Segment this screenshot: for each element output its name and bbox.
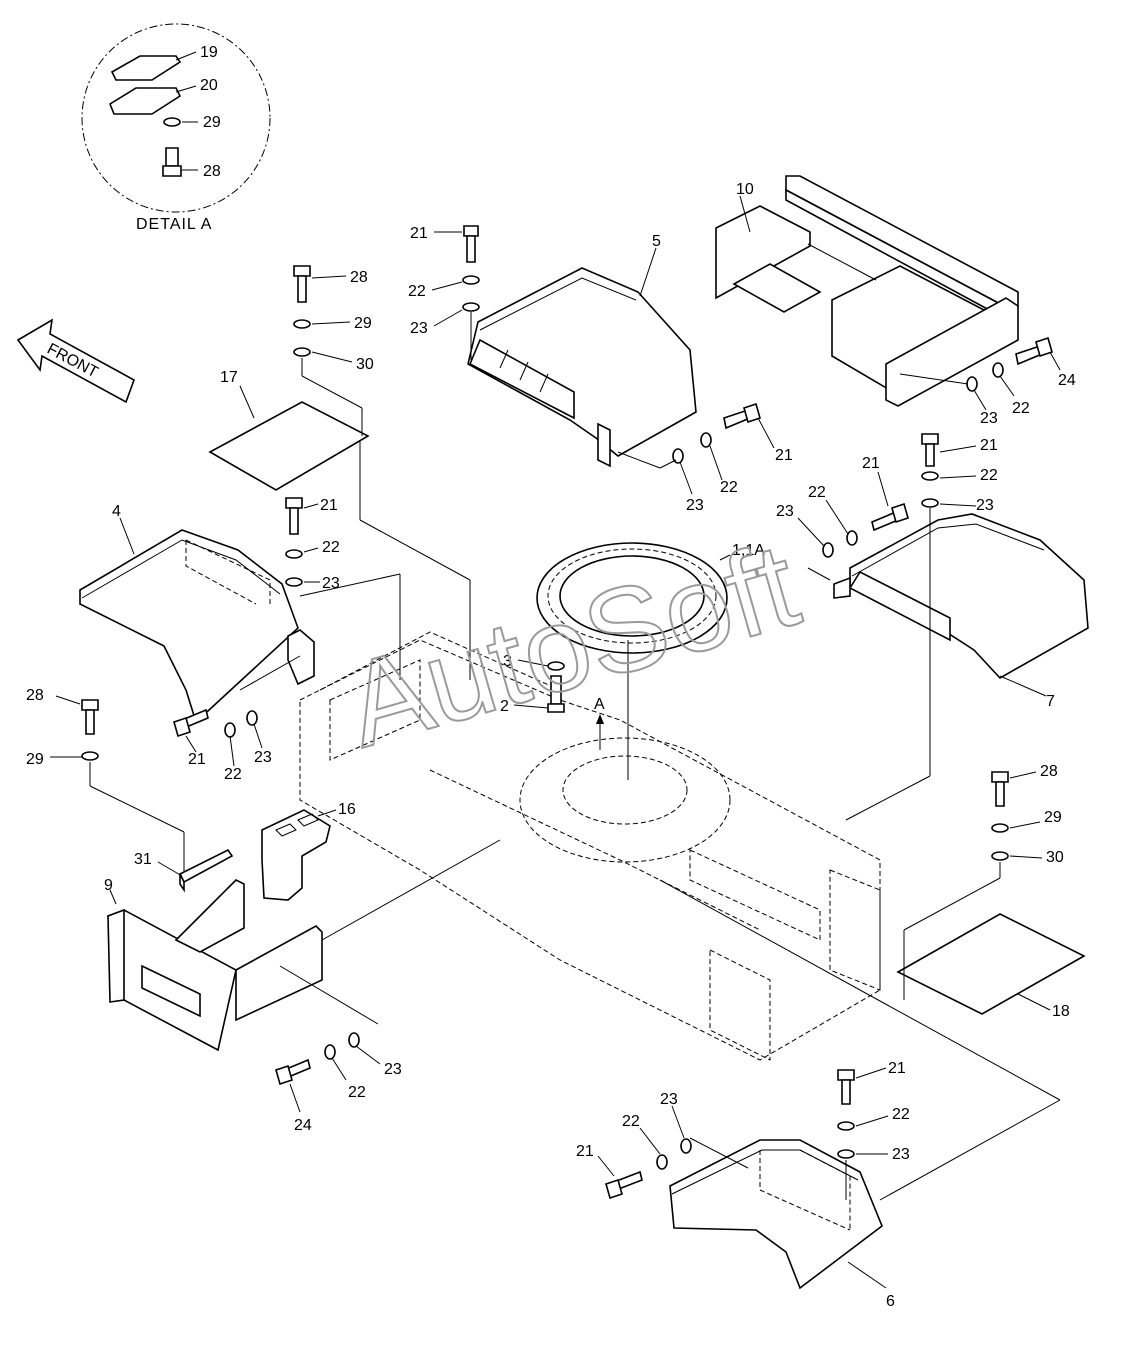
label-28-b: 28: [26, 687, 44, 704]
label-bracket-16: 16: [338, 801, 356, 818]
label-plate-18: 18: [1052, 1003, 1070, 1020]
fender-4: 4: [79, 503, 315, 724]
label-30-b: 30: [1046, 849, 1064, 866]
label-ring: 1,1A: [732, 542, 765, 559]
cover-5: 5: [467, 233, 697, 468]
main-frame: [299, 631, 881, 1061]
frame-bolt: 3 2 A: [500, 640, 629, 780]
label-29-a: 29: [354, 315, 372, 332]
label-22-d: 22: [980, 467, 998, 484]
label-21-c: 21: [980, 437, 998, 454]
label-washer-3: 3: [503, 653, 512, 670]
label-23-c: 23: [980, 410, 998, 427]
fender-4-fasteners: 21 22 23 21 22 23: [173, 497, 401, 783]
detail-label-28: 28: [203, 163, 221, 180]
detail-caption: DETAIL A: [136, 216, 212, 233]
cover-5-top-fasteners: 21 22 23: [408, 225, 480, 360]
label-23-g: 23: [254, 749, 272, 766]
label-22-h: 22: [348, 1084, 366, 1101]
step-9-fasteners: 24 22 23: [275, 965, 402, 1134]
detail-label-20: 20: [200, 77, 218, 94]
label-21-f: 21: [188, 751, 206, 768]
label-22-f: 22: [322, 539, 340, 556]
label-22-c: 22: [1012, 400, 1030, 417]
label-22-g: 22: [224, 766, 242, 783]
label-fender-6: 6: [886, 1293, 895, 1310]
label-21-e: 21: [320, 497, 338, 514]
detail-a: 19 20 29 28 DETAIL A: [81, 23, 271, 233]
label-step-10: 10: [736, 181, 754, 198]
plate-18: 18 28 29 30: [845, 640, 1086, 1020]
swing-ring: 1,1A: [536, 542, 765, 654]
view-marker-a: A: [594, 696, 605, 713]
fender-6: 6: [659, 879, 1061, 1310]
label-23-h: 23: [384, 1061, 402, 1078]
label-28-c: 28: [1040, 763, 1058, 780]
label-fender-7: 7: [1046, 693, 1055, 710]
plate-17: 17: [208, 369, 370, 491]
step-10-fasteners: 23 22 24: [899, 336, 1076, 427]
label-23-j: 23: [660, 1091, 678, 1108]
label-21-b: 21: [775, 447, 793, 464]
step-10: 10: [715, 175, 1019, 407]
label-23-i: 23: [892, 1146, 910, 1163]
label-22-j: 22: [622, 1113, 640, 1130]
front-arrow: FRONT: [16, 318, 135, 404]
fender-6-fasteners: 21 22 23 21 22 23: [576, 1060, 910, 1200]
label-22-b: 22: [720, 479, 738, 496]
label-fender-4: 4: [112, 503, 121, 520]
fender-7-fasteners: 21 22 23 23 22 21: [776, 433, 998, 640]
label-24-a: 24: [1058, 372, 1076, 389]
step-9: 9: [104, 839, 501, 1052]
bracket-16: 16: [261, 801, 356, 901]
label-21-d: 21: [862, 455, 880, 472]
label-22-a: 22: [408, 283, 426, 300]
label-cover-5: 5: [652, 233, 661, 250]
detail-label-29: 29: [203, 114, 221, 131]
label-plate-17: 17: [220, 369, 238, 386]
label-29-c: 29: [1044, 809, 1062, 826]
label-23-d: 23: [976, 497, 994, 514]
fender-7: 7: [833, 513, 1089, 710]
label-21-h: 21: [576, 1143, 594, 1160]
label-22-e: 22: [808, 484, 826, 501]
plate-17-fasteners: 28 29 30: [293, 265, 471, 680]
detail-label-19: 19: [200, 44, 218, 61]
label-21-a: 21: [410, 225, 428, 242]
strip-31: 31 28 29: [26, 687, 234, 893]
label-bolt-2: 2: [500, 698, 509, 715]
label-step-9: 9: [104, 877, 113, 894]
label-29-b: 29: [26, 751, 44, 768]
label-23-b: 23: [686, 497, 704, 514]
label-28-a: 28: [350, 269, 368, 286]
cover-5-side-fasteners: 21 22 23: [617, 402, 793, 514]
label-21-g: 21: [888, 1060, 906, 1077]
label-24-b: 24: [294, 1117, 312, 1134]
label-23-e: 23: [776, 503, 794, 520]
label-30-a: 30: [356, 356, 374, 373]
label-strip-31: 31: [134, 851, 152, 868]
label-22-i: 22: [892, 1106, 910, 1123]
label-23-a: 23: [410, 320, 428, 337]
